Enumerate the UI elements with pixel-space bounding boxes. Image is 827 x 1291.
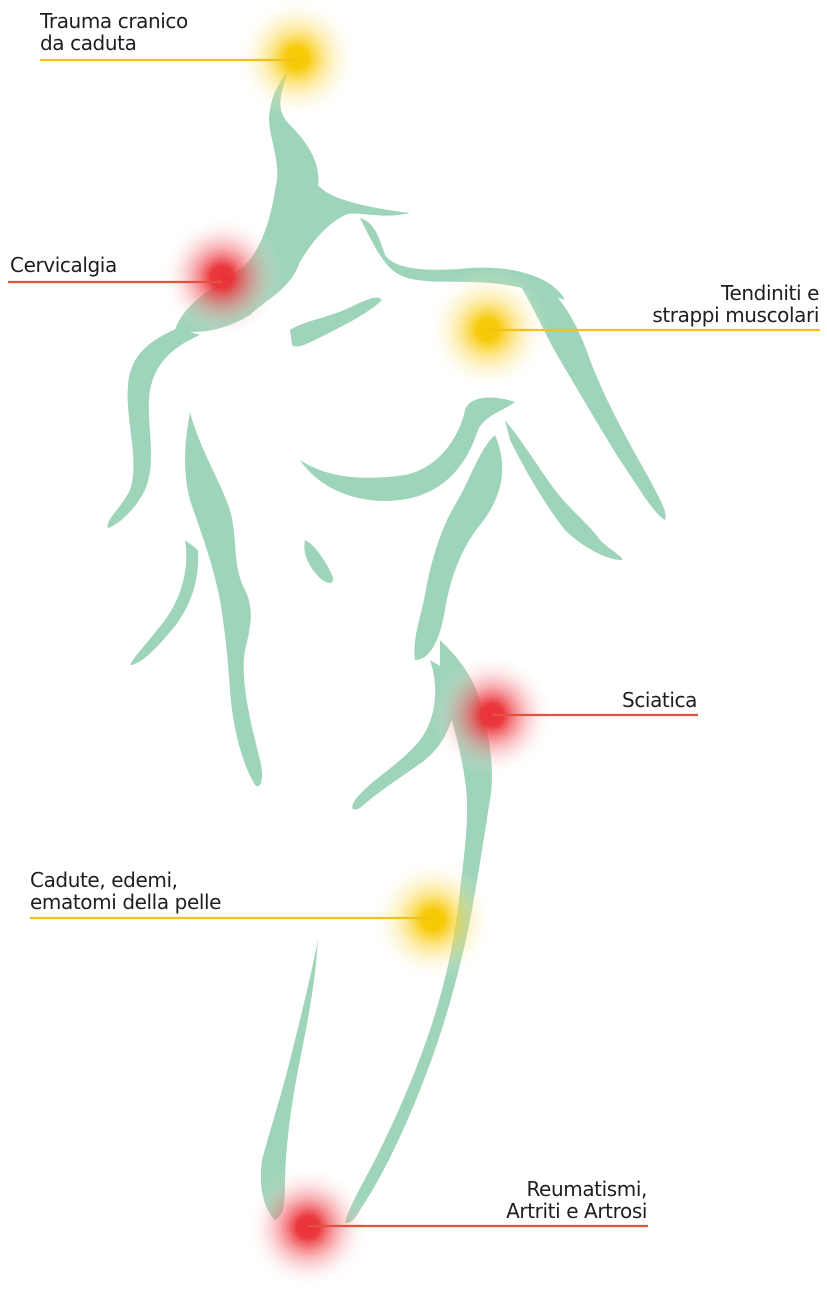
marker-cadute (371, 858, 495, 982)
label-tendiniti: Tendiniti e strappi muscolari (652, 282, 819, 326)
label-sciatica: Sciatica (622, 689, 697, 711)
left-hand-shape (130, 540, 198, 665)
left-torso-shape (185, 412, 262, 786)
right-shoulder-inner-shape (290, 298, 382, 347)
label-trauma: Trauma cranico da caduta (40, 10, 188, 54)
label-trauma-line1: Trauma cranico (40, 10, 188, 32)
label-trauma-line2: da caduta (40, 32, 188, 54)
marker-cervicalgia (160, 215, 284, 339)
label-tendiniti-line1: Tendiniti e (652, 282, 819, 304)
label-cervicalgia: Cervicalgia (10, 254, 117, 276)
label-reumatismi-line1: Reumatismi, (506, 1178, 647, 1200)
center-chest-mark (304, 540, 333, 583)
pain-markers (160, 0, 554, 1289)
label-sciatica-line1: Sciatica (622, 689, 697, 711)
right-forearm-shape (505, 420, 622, 560)
leader-lines (8, 60, 820, 1226)
label-cadute-line2: ematomi della pelle (30, 891, 221, 913)
label-reumatismi: Reumatismi, Artriti e Artrosi (506, 1178, 647, 1222)
label-cervicalgia-line1: Cervicalgia (10, 254, 117, 276)
label-cadute: Cadute, edemi, ematomi della pelle (30, 869, 221, 913)
left-arm-shape (108, 328, 200, 528)
label-reumatismi-line2: Artriti e Artrosi (506, 1200, 647, 1222)
label-cadute-line1: Cadute, edemi, (30, 869, 221, 891)
label-tendiniti-line2: strappi muscolari (652, 304, 819, 326)
